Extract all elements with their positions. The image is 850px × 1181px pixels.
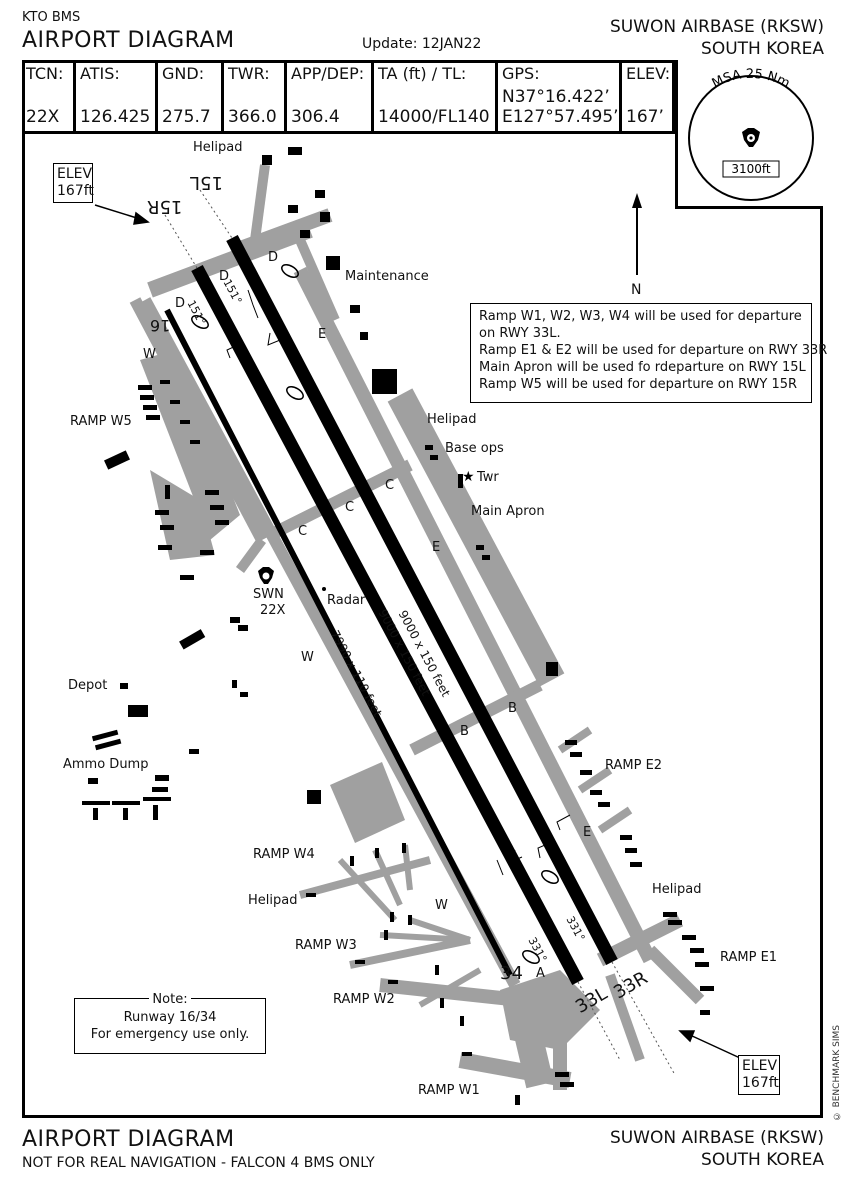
- buildings: [82, 147, 558, 820]
- swn-vortac-icon: [258, 567, 274, 584]
- footer-airbase: SUWON AIRBASE (RKSW) SOUTH KOREA: [609, 1128, 824, 1170]
- taxiway-a: A: [536, 966, 545, 981]
- label-main-apron: Main Apron: [471, 504, 545, 519]
- taxiway-w-3: W: [435, 898, 448, 913]
- frequency-table: TCN:22X ATIS:126.425 GND:275.7 TWR:366.0…: [22, 60, 675, 134]
- label-ramp-e2: RAMP E2: [605, 758, 663, 773]
- label-radar: Radar: [327, 593, 366, 608]
- north-label: N: [631, 282, 642, 298]
- parking-spots: [138, 380, 714, 1105]
- label-ramp-w4: RAMP W4: [253, 847, 315, 862]
- msa-circle: MSA 25 Nm 3100ft: [688, 67, 814, 201]
- taxiway-b-2: B: [460, 724, 469, 739]
- label-ramp-w3: RAMP W3: [295, 938, 357, 953]
- label-tower: Twr: [477, 470, 499, 485]
- taxiway-c-1: C: [385, 478, 395, 493]
- label-helipad-north: Helipad: [193, 140, 243, 155]
- departure-notes: Ramp W1, W2, W3, W4 will be used for dep…: [470, 303, 827, 403]
- taxiway-e-1: E: [318, 327, 327, 342]
- taxiway-c-3: C: [298, 524, 308, 539]
- label-ramp-w5: RAMP W5: [70, 414, 132, 429]
- taxiway-e-2: E: [432, 540, 441, 555]
- taxiway-c-2: C: [345, 500, 355, 515]
- label-maintenance: Maintenance: [345, 269, 429, 284]
- elev-pointer-arrows: [94, 204, 741, 1059]
- label-ramp-w2: RAMP W2: [333, 992, 395, 1007]
- runway-label-15r: 15R: [147, 196, 183, 217]
- msa-altitude: 3100ft: [731, 162, 771, 176]
- airbase-country: SOUTH KOREA: [701, 39, 824, 59]
- msa-label: MSA 25 Nm: [710, 67, 792, 92]
- gnd-cell: GND:275.7: [158, 60, 224, 131]
- radar-icon: [322, 587, 326, 591]
- label-depot: Depot: [68, 678, 108, 693]
- airbase-name: SUWON AIRBASE (RKSW): [609, 17, 824, 37]
- header-airbase: SUWON AIRBASE (RKSW) SOUTH KOREA: [610, 16, 824, 60]
- tower-star-icon: ★: [462, 469, 475, 485]
- taxiway-w-2: W: [301, 650, 314, 665]
- emergency-note: Note: Runway 16/34 For emergency use onl…: [74, 992, 266, 1054]
- taxiway-e-3: E: [583, 825, 592, 840]
- taxiway-b-1: B: [508, 701, 517, 716]
- west-apron: [330, 762, 405, 843]
- runway-15l-33r: [191, 264, 584, 986]
- runway-15r-33l-extended: [226, 234, 618, 966]
- label-helipad-west: Helipad: [248, 893, 298, 908]
- twr-cell: TWR:366.0: [224, 60, 287, 131]
- elev-cell: ELEV:167’: [622, 60, 675, 131]
- label-ammo-dump: Ammo Dump: [63, 757, 149, 772]
- copyright: © BENCHMARK SIMS: [832, 1025, 842, 1121]
- hold-short-markers: [226, 289, 571, 876]
- runway-label-15l: 15L: [190, 172, 223, 193]
- taxiway-d-2: D: [219, 269, 230, 284]
- taxiway-d-1: D: [268, 250, 279, 265]
- taxiway-w-1: W: [143, 347, 156, 362]
- svg-text:MSA 25 Nm: MSA 25 Nm: [710, 67, 792, 92]
- label-helipad-southeast: Helipad: [652, 882, 702, 897]
- update-date: Update: 12JAN22: [362, 36, 482, 52]
- airport-map: ★: [82, 147, 741, 1105]
- north-arrow-icon: [632, 193, 642, 275]
- taxiway-d-3: D: [175, 296, 186, 311]
- app-dep-cell: APP/DEP:306.4: [287, 60, 374, 131]
- runway-label-34: 34: [500, 963, 523, 984]
- label-helipad-east: Helipad: [427, 412, 477, 427]
- diagram-frame: [22, 60, 823, 1118]
- gps-cell: GPS:N37°16.422’E127°57.495’: [498, 60, 622, 131]
- label-ramp-e1: RAMP E1: [720, 950, 778, 965]
- label-swn: SWN: [253, 587, 284, 602]
- header-title: AIRPORT DIAGRAM: [22, 28, 235, 53]
- vortac-icon: [742, 128, 760, 147]
- header-org: KTO BMS: [22, 10, 81, 25]
- label-swn-channel: 22X: [260, 603, 286, 618]
- label-ramp-w1: RAMP W1: [418, 1083, 480, 1098]
- runway-16-34: [164, 308, 513, 977]
- windsock-icons: [191, 264, 559, 964]
- ta-tl-cell: TA (ft) / TL:14000/FL140: [374, 60, 498, 131]
- taxiway-network: [129, 164, 705, 1090]
- footer-disclaimer: NOT FOR REAL NAVIGATION - FALCON 4 BMS O…: [22, 1155, 375, 1171]
- msa-box: MSA 25 Nm 3100ft: [675, 60, 823, 209]
- atis-cell: ATIS:126.425: [76, 60, 158, 131]
- runways: [164, 234, 618, 986]
- footer-title: AIRPORT DIAGRAM: [22, 1127, 235, 1152]
- tcn-cell: TCN:22X: [22, 60, 76, 131]
- runway-label-16: 16: [150, 316, 171, 335]
- label-base-ops: Base ops: [445, 441, 504, 456]
